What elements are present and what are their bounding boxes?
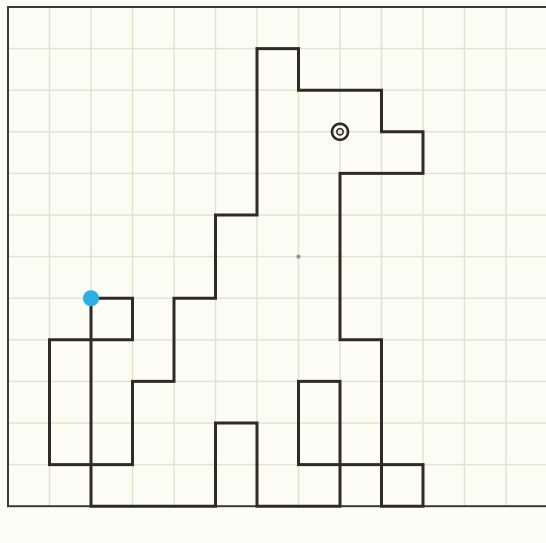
center-mark — [297, 255, 301, 259]
start-dot[interactable] — [83, 290, 99, 306]
